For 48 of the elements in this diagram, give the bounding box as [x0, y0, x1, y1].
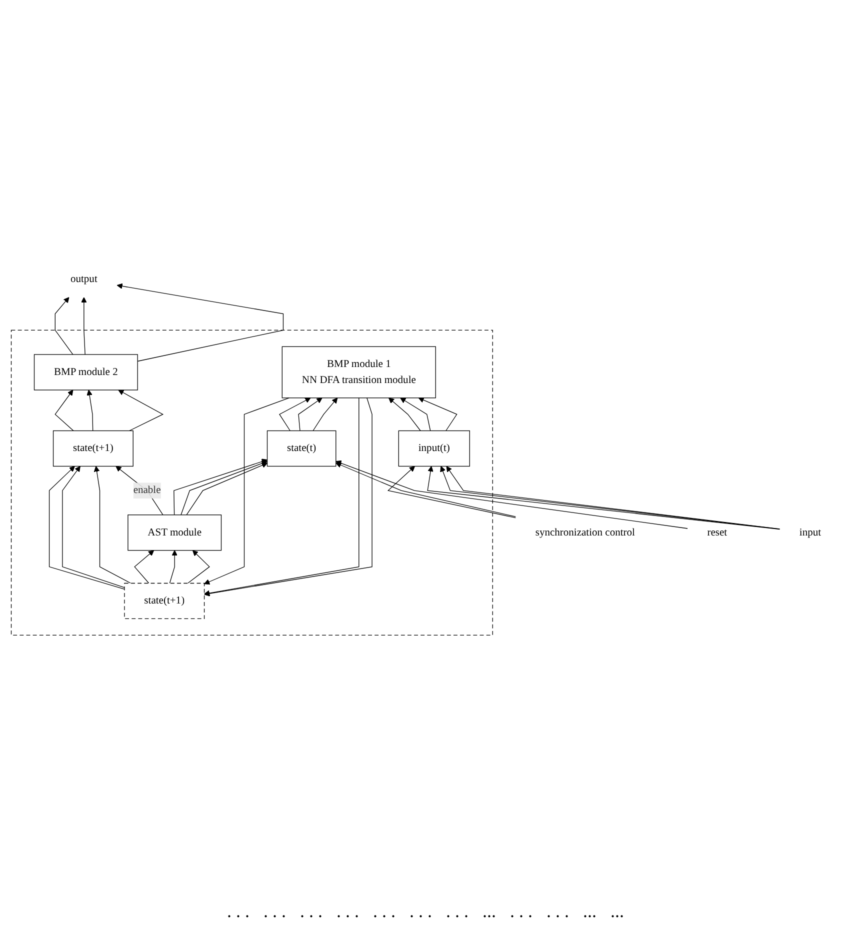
arrow	[80, 297, 86, 355]
arrow	[278, 398, 310, 432]
arrow	[134, 550, 154, 584]
node-box: state(t)	[266, 430, 336, 467]
arrow	[62, 466, 124, 588]
ellipsis-label: . . .	[300, 901, 322, 922]
arrow	[115, 466, 163, 516]
cluster	[10, 330, 492, 636]
ellipsis-label: ...	[583, 901, 596, 922]
arrow	[418, 397, 457, 432]
node-box: AST module	[127, 514, 222, 551]
ellipsis-label: ...	[610, 901, 624, 922]
node-box: BMP module 1 NN DFA transition module	[281, 346, 436, 398]
arrow	[86, 390, 93, 432]
node-box: state(t+1)	[124, 582, 204, 620]
node-box: input(t)	[398, 430, 470, 467]
arrow	[204, 398, 289, 585]
ellipsis-label: . . .	[546, 901, 569, 922]
ellipsis-label: . . .	[336, 901, 359, 922]
ellipsis-label: . . .	[373, 901, 396, 922]
arrow	[386, 466, 516, 518]
ellipsis-label: ...	[482, 901, 496, 922]
arrow	[388, 398, 420, 432]
arrow	[312, 398, 338, 432]
arrow	[54, 297, 73, 355]
ellipsis-label: . . .	[264, 901, 286, 922]
ellipsis-label: . . .	[446, 901, 468, 922]
node-box: BMP module 2	[33, 354, 138, 390]
ellipsis-label: . . .	[410, 901, 432, 922]
ellipsis-label: . . .	[227, 901, 250, 922]
edge-label: enable	[132, 484, 160, 496]
node-text: synchronization control	[534, 526, 634, 538]
arrow	[335, 460, 688, 529]
node-text: output	[70, 274, 97, 285]
arrow	[118, 390, 164, 432]
arrow	[400, 398, 430, 432]
arrow	[186, 550, 210, 584]
arrow	[54, 390, 74, 432]
node-text: input	[798, 526, 821, 538]
ellipsis-label: . . .	[510, 901, 532, 922]
arrow	[168, 550, 177, 584]
node-box: state(t+1)	[52, 430, 133, 467]
arrow	[335, 462, 516, 518]
node-text: reset	[706, 526, 727, 538]
arrow	[298, 398, 322, 432]
arrow	[116, 283, 284, 362]
arrow	[48, 466, 124, 590]
arrow	[93, 466, 131, 584]
